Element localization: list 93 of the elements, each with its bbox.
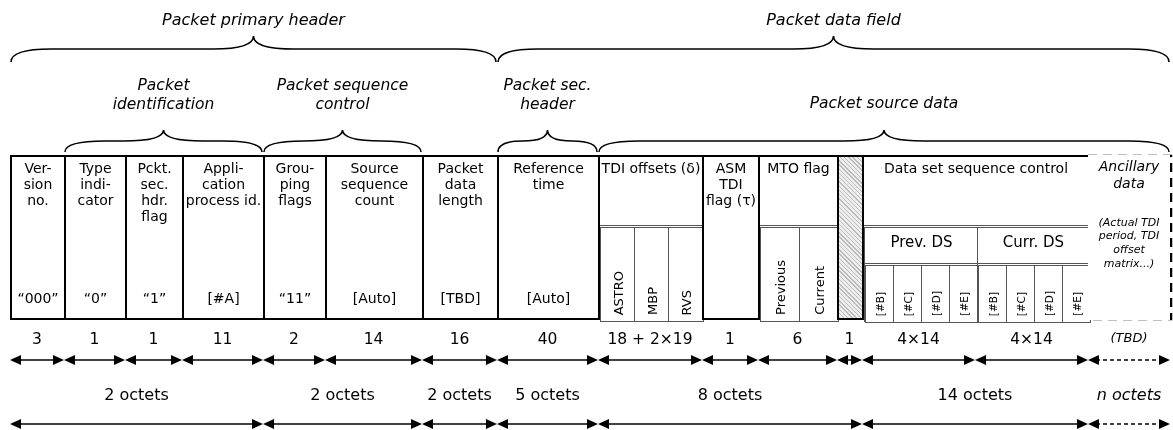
subfield-cell bbox=[668, 227, 704, 322]
subfield-name: Previous bbox=[773, 260, 788, 315]
field-name: Appli- cation process id. bbox=[185, 160, 262, 209]
optional-field-cell bbox=[1088, 155, 1170, 320]
subfield-cell bbox=[921, 265, 950, 323]
bit-count: 1 bbox=[843, 330, 856, 348]
field-group-cell bbox=[598, 155, 704, 320]
field-value: [Auto] bbox=[526, 289, 571, 306]
subfield-cell bbox=[1034, 265, 1063, 323]
subfield-name: [#D] bbox=[929, 290, 942, 316]
subfield-cell bbox=[978, 265, 1007, 323]
field-cell bbox=[263, 155, 327, 320]
section-heading: Packet sequence control bbox=[275, 76, 410, 114]
field-value: [#A] bbox=[207, 289, 240, 306]
field-cell bbox=[64, 155, 127, 320]
subfield-name: [#D] bbox=[1042, 290, 1055, 316]
subfield-name: [#C] bbox=[1014, 291, 1027, 316]
subfield-name: MBP bbox=[644, 287, 660, 315]
field-name: TDI offsets (δ) bbox=[600, 159, 702, 177]
octet-count: n octets bbox=[1095, 385, 1163, 404]
bit-count: 14 bbox=[362, 330, 385, 348]
subfield-name: RVS bbox=[678, 289, 694, 315]
bit-count: 2 bbox=[288, 330, 300, 348]
octet-count: 2 octets bbox=[309, 385, 376, 404]
field-cell bbox=[182, 155, 265, 320]
field-value: “11” bbox=[278, 289, 312, 306]
bit-count: (TBD) bbox=[1109, 330, 1149, 345]
field-name: Packet data length bbox=[436, 160, 485, 209]
bit-count: 4×14 bbox=[1009, 330, 1054, 348]
subfield-name: [#E] bbox=[957, 292, 970, 316]
field-group-cell bbox=[864, 227, 979, 322]
bit-count: 1 bbox=[724, 330, 736, 348]
section-heading: Packet source data bbox=[808, 94, 960, 113]
field-value: “000” bbox=[17, 289, 59, 306]
subfield-cell bbox=[1006, 265, 1035, 323]
hatched-column bbox=[837, 155, 864, 320]
bit-count: 16 bbox=[448, 330, 471, 348]
field-name: Pckt. sec. hdr. flag bbox=[136, 160, 173, 225]
field-name: Data set sequence control bbox=[882, 159, 1070, 177]
field-note: (Actual TDI period, TDI offset matrix...) bbox=[1097, 215, 1161, 271]
subfield-cell bbox=[760, 227, 801, 322]
octet-count: 14 octets bbox=[936, 385, 1014, 404]
bit-count: 1 bbox=[147, 330, 160, 348]
field-value: “1” bbox=[142, 289, 167, 306]
field-name: Type indi- cator bbox=[76, 160, 115, 209]
bit-count: 11 bbox=[211, 330, 234, 348]
field-name: Reference time bbox=[512, 160, 585, 193]
subfield-name: ASTRO bbox=[610, 270, 626, 315]
field-name: ASM TDI flag (τ) bbox=[705, 160, 757, 209]
field-cell bbox=[125, 155, 184, 320]
subfield-cell bbox=[600, 227, 636, 322]
section-heading: Packet primary header bbox=[161, 10, 347, 30]
field-cell bbox=[422, 155, 499, 320]
bit-count: 3 bbox=[31, 330, 43, 348]
section-heading: Packet identification bbox=[111, 76, 216, 114]
subfield-cell bbox=[634, 227, 670, 322]
subfield-name: [#B] bbox=[986, 291, 999, 316]
subfield-name: Current bbox=[811, 266, 827, 315]
bit-count: 1 bbox=[88, 330, 101, 348]
field-name: Grou- ping flags bbox=[274, 160, 316, 209]
field-group-cell bbox=[977, 227, 1090, 322]
octet-count: 2 octets bbox=[103, 385, 170, 404]
field-name: Curr. DS bbox=[1001, 232, 1066, 252]
section-heading: Packet data field bbox=[765, 10, 902, 30]
subfield-name: [#C] bbox=[901, 291, 914, 316]
field-value: [Auto] bbox=[352, 289, 397, 306]
field-cell bbox=[325, 155, 424, 320]
field-name: Source sequence count bbox=[339, 160, 410, 209]
bit-count: 18 + 2×19 bbox=[606, 330, 694, 348]
field-value: “0” bbox=[83, 289, 108, 306]
bit-count: 4×14 bbox=[896, 330, 941, 348]
field-value: [TBD] bbox=[440, 289, 481, 306]
field-name: Ancillary data bbox=[1097, 158, 1161, 192]
bit-count: 6 bbox=[791, 330, 804, 348]
octet-count: 8 octets bbox=[696, 385, 764, 404]
field-name: Prev. DS bbox=[889, 232, 954, 252]
field-name: Ver- sion no. bbox=[22, 160, 54, 209]
subfield-cell bbox=[949, 265, 978, 323]
subfield-name: [#E] bbox=[1070, 292, 1083, 316]
section-heading: Packet sec. header bbox=[502, 76, 593, 114]
bit-count: 40 bbox=[536, 330, 559, 348]
field-cell bbox=[497, 155, 600, 320]
field-name: MTO flag bbox=[766, 159, 831, 177]
octet-count: 2 octets bbox=[426, 385, 493, 404]
subfield-cell bbox=[799, 227, 839, 322]
octet-count: 5 octets bbox=[514, 385, 581, 404]
field-group-cell bbox=[862, 155, 1090, 320]
subfield-name: [#B] bbox=[873, 291, 886, 316]
field-group-cell bbox=[758, 155, 839, 320]
subfield-cell bbox=[893, 265, 922, 323]
subfield-cell bbox=[865, 265, 894, 323]
field-cell bbox=[10, 155, 66, 320]
field-cell bbox=[702, 155, 760, 320]
